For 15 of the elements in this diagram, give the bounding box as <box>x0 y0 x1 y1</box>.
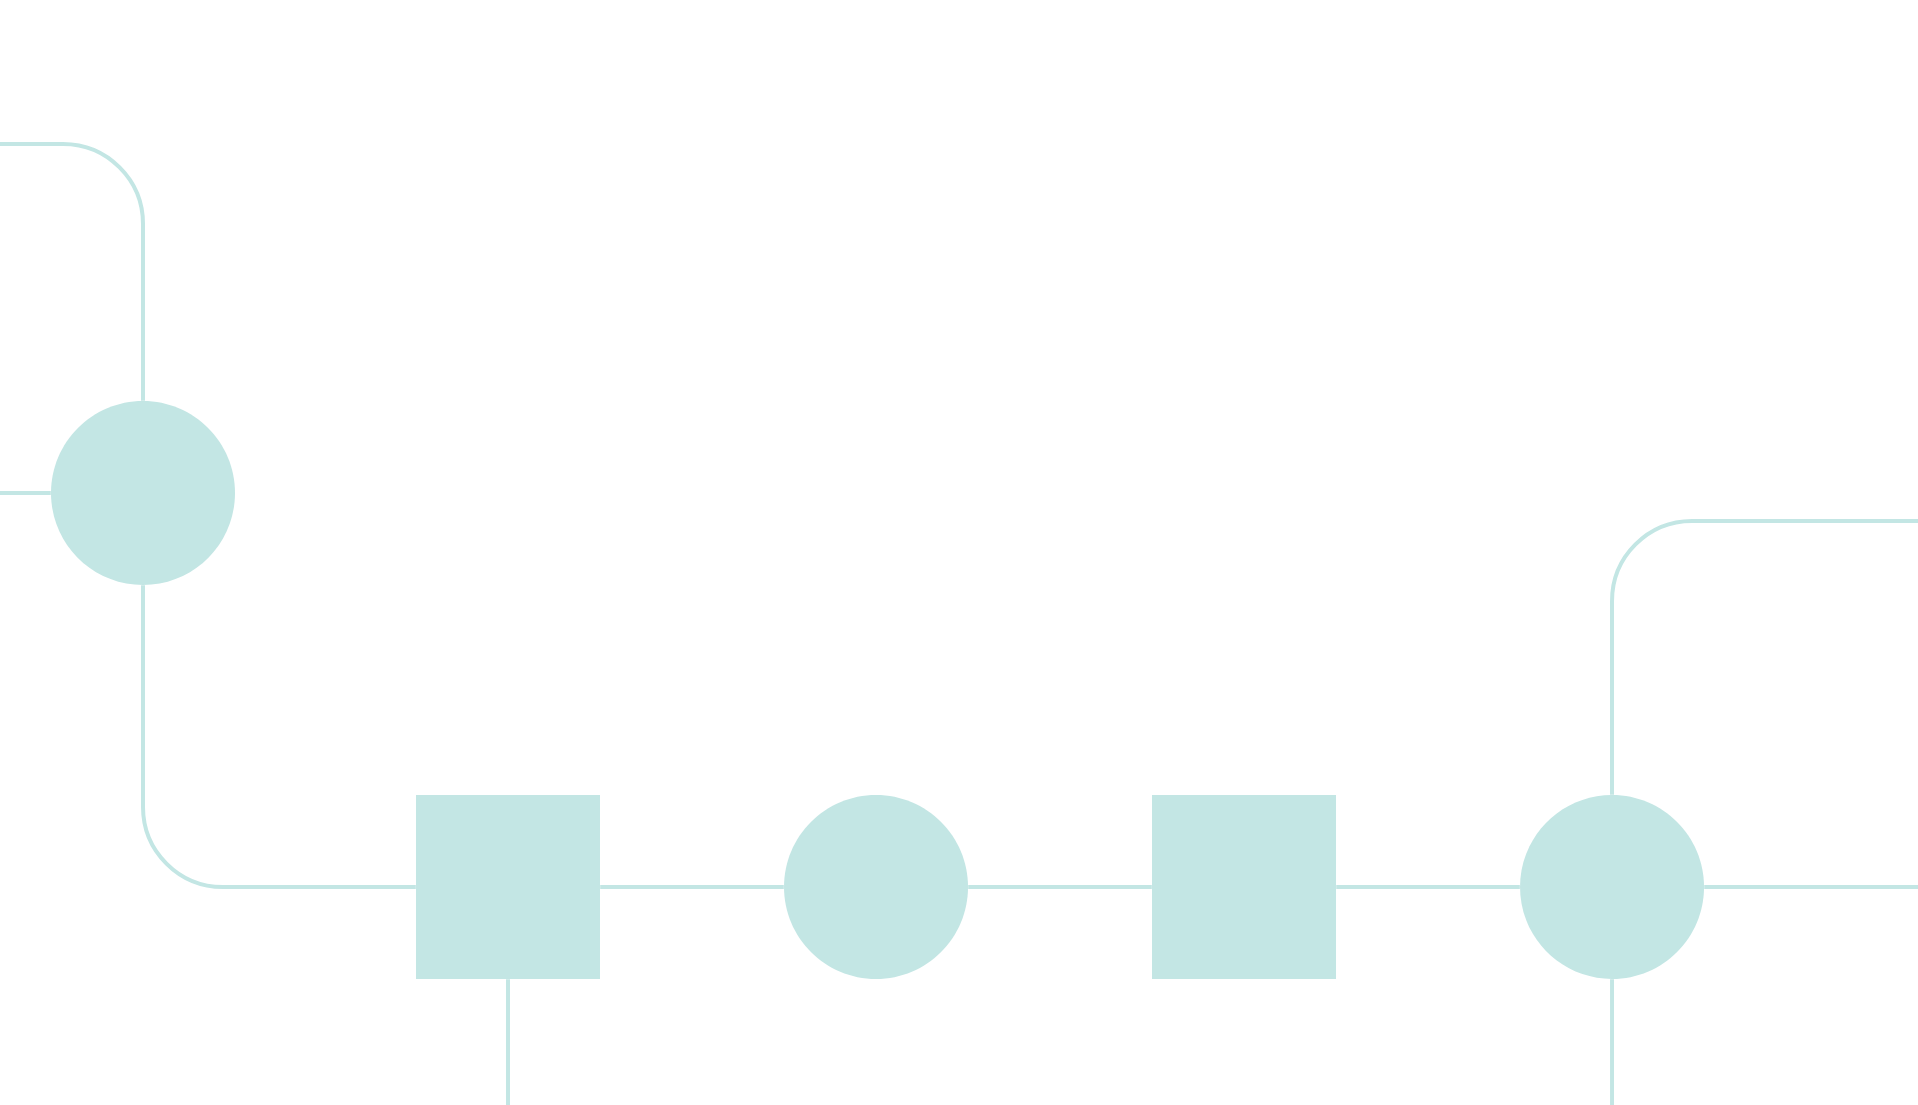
square-node <box>1152 795 1336 979</box>
square-node <box>416 795 600 979</box>
connector-line <box>968 885 1152 889</box>
connector-line <box>141 585 416 889</box>
connector-line <box>506 979 510 1105</box>
connector-line <box>0 142 145 401</box>
connector-line <box>0 491 51 495</box>
circle-node <box>51 401 235 585</box>
connector-line <box>1704 885 1918 889</box>
connector-line <box>1610 519 1918 795</box>
circle-node <box>1520 795 1705 979</box>
circle-node <box>784 795 968 979</box>
connector-line <box>600 885 784 889</box>
connector-line <box>1336 885 1520 889</box>
connector-line <box>1610 979 1615 1105</box>
